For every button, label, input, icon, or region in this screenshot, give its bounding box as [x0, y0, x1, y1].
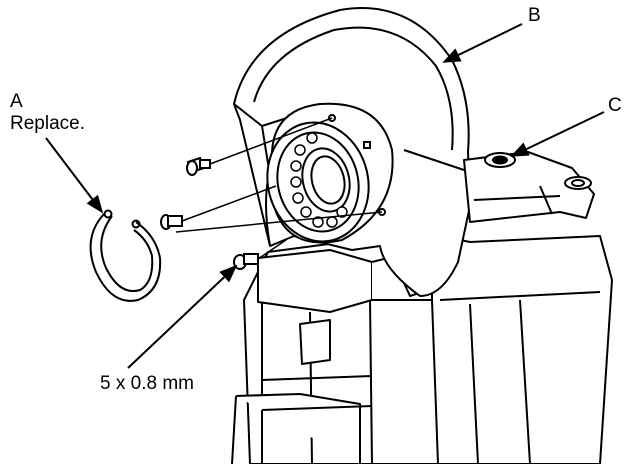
bolt-spec-label: 5 x 0.8 mm: [100, 373, 194, 394]
snap-ring: [89, 209, 162, 302]
flange-bolt-middle: [160, 214, 183, 230]
arrow-c: [510, 111, 605, 157]
bolt-alignment-lines: [175, 117, 383, 260]
arrow-b: [442, 23, 523, 63]
callout-a-letter: A: [10, 91, 23, 112]
leader-arrows: [45, 23, 605, 369]
callout-c-letter: C: [608, 95, 622, 116]
flange-bolt-upper: [186, 156, 211, 176]
arrow-a: [45, 137, 104, 214]
hub-bearing: [266, 102, 394, 244]
callout-b-letter: B: [528, 5, 541, 26]
callout-a-note: Replace.: [10, 113, 85, 134]
steering-knuckle-arm: [463, 151, 595, 223]
arrow-bolt: [127, 264, 238, 369]
flange-bolt-lower: [233, 253, 259, 270]
